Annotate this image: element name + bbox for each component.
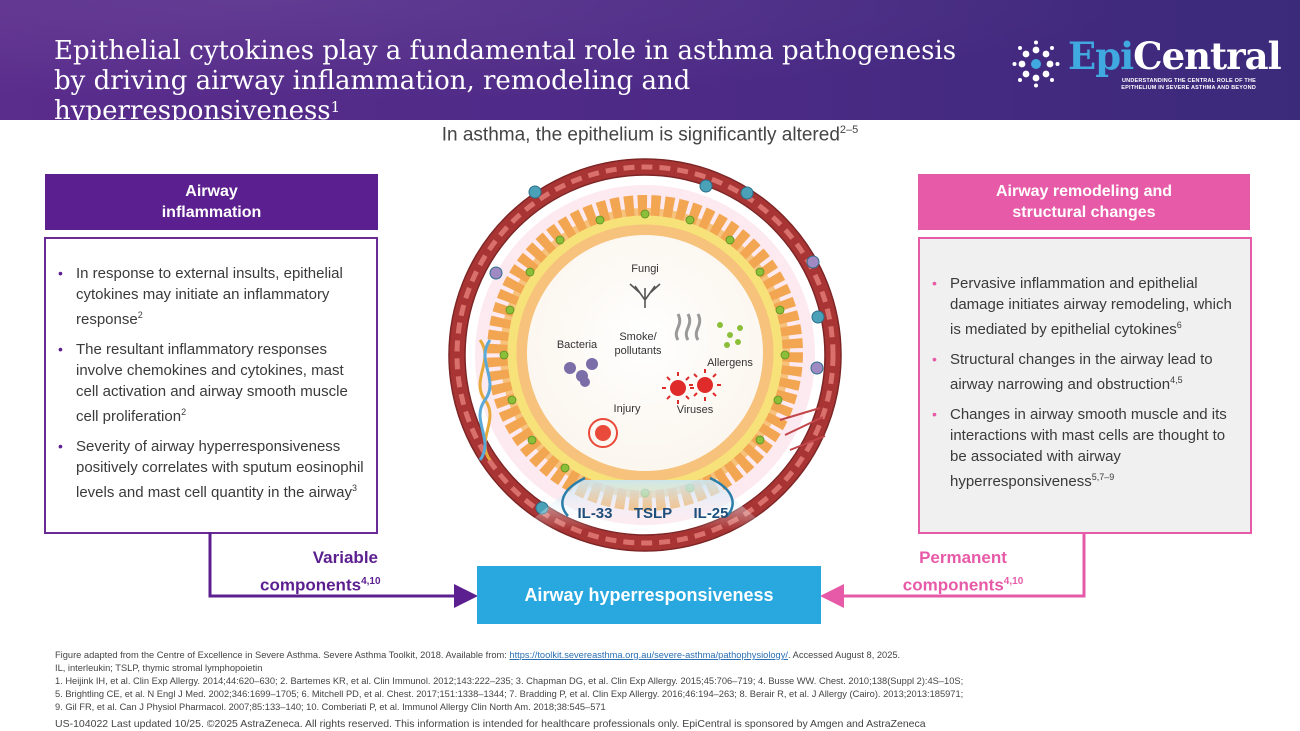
il33-label: IL-33: [577, 505, 612, 522]
airway-inflammation-panel: In response to external insults, epithel…: [44, 237, 378, 534]
virus-icon: [670, 377, 713, 396]
remodeling-bullet-list: Pervasive inflammation and epithelial da…: [932, 273, 1244, 501]
injury-label: Injury: [614, 403, 641, 415]
references-line-1: 1. Heijink IH, et al. Clin Exp Allergy. …: [55, 676, 964, 686]
allergens-label: Allergens: [707, 357, 753, 369]
bacteria-icon: [564, 358, 598, 387]
fungi-label: Fungi: [631, 263, 659, 275]
list-item: Severity of airway hyperresponsiveness p…: [58, 436, 370, 503]
abbreviations-note: IL, interleukin; TSLP, thymic stromal ly…: [55, 663, 263, 673]
list-item: In response to external insults, epithel…: [58, 263, 370, 330]
references-line-3: 9. Gil FR, et al. Can J Physiol Pharmaco…: [55, 702, 606, 712]
list-item: Changes in airway smooth muscle and its …: [932, 404, 1244, 492]
allergens-icon: [717, 322, 743, 348]
smoke-label-1: Smoke/: [619, 331, 657, 343]
list-item: Pervasive inflammation and epithelial da…: [932, 273, 1244, 340]
airway-hyperresponsiveness-box: Airway hyperresponsiveness: [477, 566, 821, 624]
smoke-label-2: pollutants: [614, 345, 662, 357]
permanent-arrow: [820, 532, 1086, 608]
viruses-label: Viruses: [677, 404, 714, 416]
tslp-label: TSLP: [634, 505, 672, 522]
fungi-icon: [629, 283, 661, 308]
toolkit-link[interactable]: https://toolkit.severeasthma.org.au/seve…: [509, 650, 788, 660]
header-banner: Epithelial cytokines play a fundamental …: [0, 0, 1300, 120]
list-item: Structural changes in the airway lead to…: [932, 349, 1244, 395]
airway-remodeling-panel: Pervasive inflammation and epithelial da…: [918, 237, 1252, 534]
cytokine-release-fan: [520, 480, 770, 530]
smoke-icon: [674, 313, 702, 341]
legal-footer: US-104022 Last updated 10/25. ©2025 Astr…: [55, 718, 926, 730]
immune-cells: [489, 179, 825, 515]
airway-lumen: [527, 235, 763, 471]
airway-cross-section-diagram: Fungi Bacteria Smoke/ pollutants Allerge…: [448, 158, 842, 552]
bacteria-label: Bacteria: [557, 339, 598, 351]
variable-arrow: [208, 532, 478, 608]
il25-label: IL-25: [693, 505, 728, 522]
collagen-fibres: [779, 407, 826, 451]
section-subtitle: In asthma, the epithelium is significant…: [441, 124, 859, 146]
injury-icon: [588, 418, 618, 448]
list-item: The resultant inflammatory responses inv…: [58, 339, 370, 427]
inflammation-bullet-list: In response to external insults, epithel…: [58, 263, 370, 512]
references-line-2: 5. Brightling CE, et al. N Engl J Med. 2…: [55, 689, 964, 699]
figure-source-note: Figure adapted from the Centre of Excell…: [55, 650, 901, 660]
